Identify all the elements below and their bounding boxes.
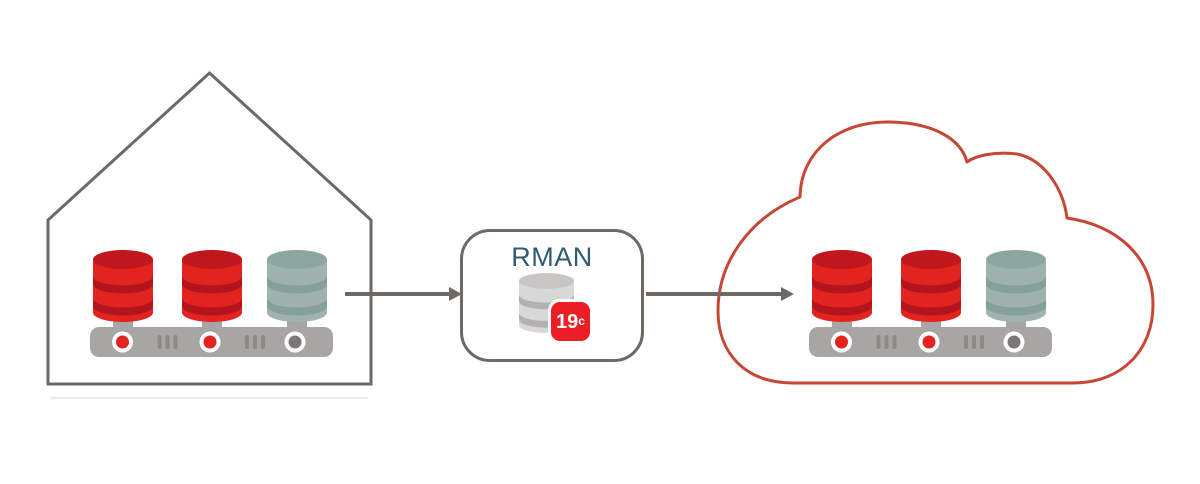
arrow-head (449, 287, 462, 301)
arrow-line (345, 292, 449, 296)
rman-label: RMAN (511, 242, 593, 272)
cloud-database-server-icon (809, 250, 1053, 357)
arrow-line (646, 292, 781, 296)
arrow-head (781, 287, 794, 301)
badge-number: 19 (556, 310, 579, 333)
on-premises-database-server-icon (90, 250, 334, 357)
badge-superscript: c (578, 313, 585, 328)
